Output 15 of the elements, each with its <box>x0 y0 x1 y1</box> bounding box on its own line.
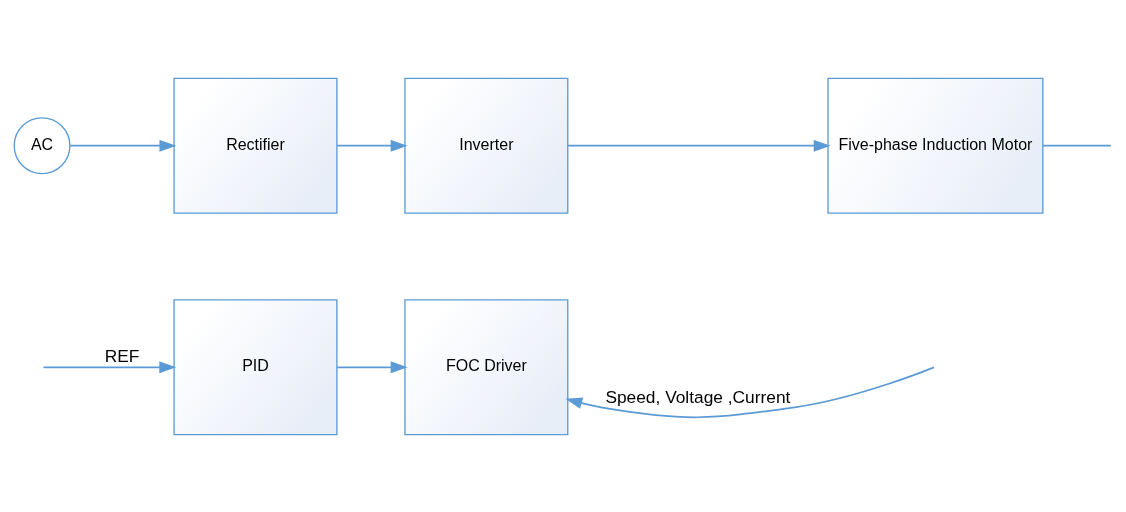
node-box: Inverter <box>404 77 569 214</box>
arrow <box>567 139 831 152</box>
arrow <box>565 366 935 418</box>
arrow <box>42 360 177 373</box>
node-circle: AC <box>13 116 71 174</box>
arrow <box>69 139 177 152</box>
edge-label: Speed, Voltage ,Current <box>605 386 791 406</box>
edge-label: REF <box>104 345 140 366</box>
connector <box>1042 144 1112 147</box>
arrow <box>336 139 408 152</box>
node-box: PID <box>173 298 338 435</box>
arrow <box>336 360 408 373</box>
node-box: Rectifier <box>173 77 338 214</box>
node-box: FOC Driver <box>404 298 569 435</box>
node-box: Five-phase Induction Motor <box>827 77 1044 214</box>
